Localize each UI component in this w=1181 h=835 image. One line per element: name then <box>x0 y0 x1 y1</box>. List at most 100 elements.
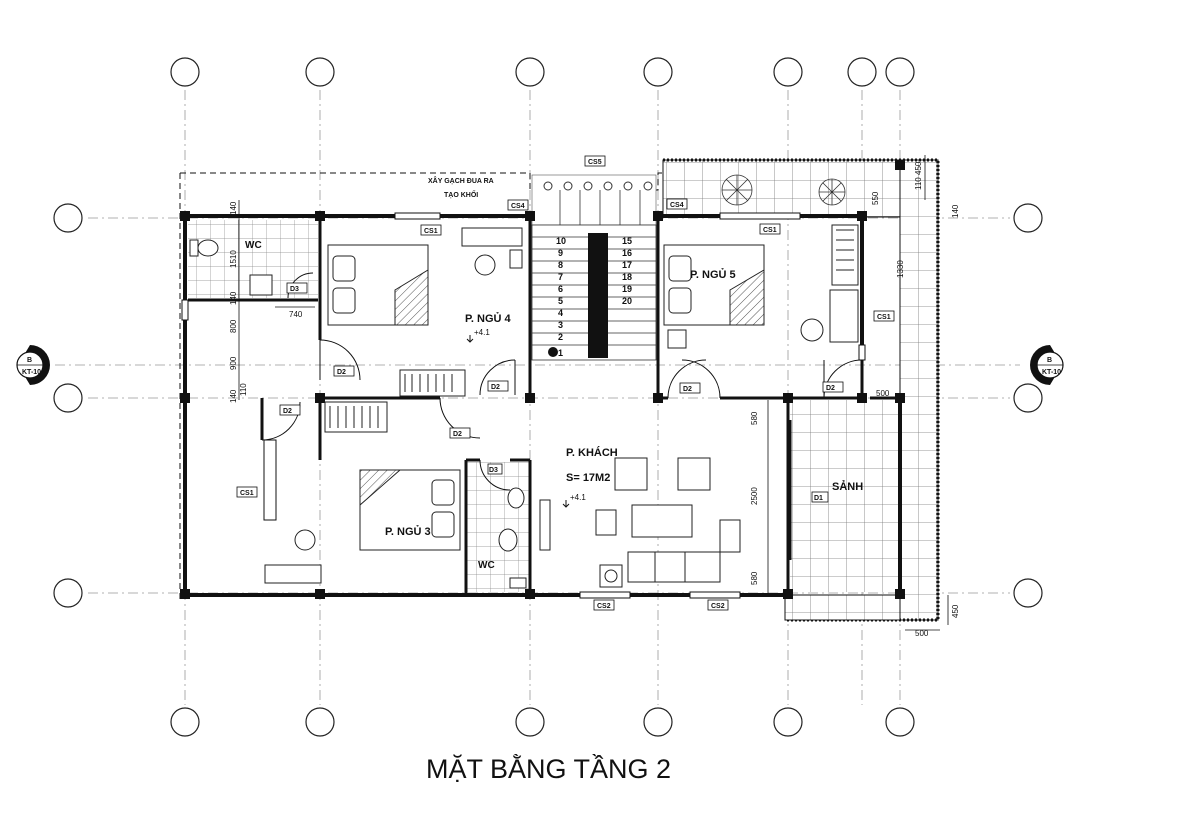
dim-800: 800 <box>229 319 238 333</box>
room-label-living: P. KHÁCH <box>566 446 618 459</box>
wardrobe-icon <box>324 224 859 433</box>
dim-140a: 140 <box>229 201 238 215</box>
stair-step-18: 18 <box>622 272 632 282</box>
dim-580a: 580 <box>750 411 759 425</box>
dim-900: 900 <box>229 356 238 370</box>
dim-110b: 110 <box>914 177 923 190</box>
stair-step-19: 19 <box>622 284 632 294</box>
stair-step-17: 17 <box>622 260 632 270</box>
stair-step-8: 8 <box>558 260 563 270</box>
room-label-bed3: P. NGỦ 3 <box>385 525 431 538</box>
stair-step-16: 16 <box>622 248 632 258</box>
walls <box>183 214 902 597</box>
window-tag-cs1a: CS1 <box>424 228 438 235</box>
level-arrow-icon <box>466 335 474 343</box>
balcony-side <box>899 159 939 621</box>
dim-140b: 140 <box>229 291 238 305</box>
door-tag-d3a: D3 <box>290 286 299 293</box>
door-tag-d3b: D3 <box>489 467 498 474</box>
door-tag-d2c: D2 <box>683 386 692 393</box>
window-tag-cs4a: CS4 <box>511 203 525 210</box>
window-tags <box>236 155 895 611</box>
section-letter-right: B <box>1047 357 1052 364</box>
room-label-lobby: SẢNH <box>832 480 863 493</box>
level-arrow-icon <box>562 500 570 508</box>
dim-550: 550 <box>871 191 880 205</box>
room-label-wc2: WC <box>478 560 495 571</box>
section-sheet-left: KT-10 <box>22 369 41 376</box>
stair-step-7: 7 <box>558 272 563 282</box>
door-tag-d1: D1 <box>814 495 823 502</box>
stair-void <box>588 233 608 358</box>
dim-110a: 110 <box>239 383 248 396</box>
stair-step-15: 15 <box>622 236 632 246</box>
window-tag-cs2b: CS2 <box>711 603 725 610</box>
section-marker-left: B KT-10 <box>16 345 50 385</box>
level-mark-living: +4.1 <box>570 493 586 502</box>
window-tag-cs1d: CS1 <box>240 490 254 497</box>
stair-landing <box>531 174 657 226</box>
dim-500b: 500 <box>915 629 929 638</box>
room-label-bed5: P. NGỦ 5 <box>690 268 736 281</box>
section-sheet-right: KT-10 <box>1042 369 1061 376</box>
door-tag-d2a: D2 <box>337 369 346 376</box>
dim-140c: 140 <box>229 389 238 403</box>
stair-step-6: 6 <box>558 284 563 294</box>
dimension-lines <box>238 155 949 631</box>
room-area-living: S= 17M2 <box>566 472 610 484</box>
lobby-floor <box>790 400 900 592</box>
section-marker-right: B KT-10 <box>1030 345 1064 385</box>
window-tag-cs1b: CS1 <box>763 227 777 234</box>
window-tag-cs1c: CS1 <box>877 314 891 321</box>
stair-step-4: 4 <box>558 308 563 318</box>
dim-1510: 1510 <box>229 250 238 268</box>
interior-walls <box>188 216 900 595</box>
sofa-set-icon <box>539 457 741 588</box>
stair-step-10: 10 <box>556 236 566 246</box>
stair-step-20: 20 <box>622 296 632 306</box>
window-tag-cs5: CS5 <box>588 159 602 166</box>
grid-bubbles <box>53 57 1043 737</box>
desk-chair-icon <box>264 227 824 584</box>
stair-step-1: 1 <box>558 348 563 358</box>
bed-icon <box>327 244 765 551</box>
door-tag-d2f: D2 <box>453 431 462 438</box>
dim-450a: 450 <box>951 604 960 618</box>
lobby-step <box>784 594 901 621</box>
wc2-floor <box>466 462 530 592</box>
dim-450b: 450 <box>914 161 923 175</box>
plant-icon <box>721 174 846 206</box>
window-tag-cs4b: CS4 <box>670 202 684 209</box>
dim-580b: 580 <box>750 571 759 585</box>
dim-1330: 1330 <box>896 260 905 278</box>
room-label-wc1: WC <box>245 240 262 251</box>
balcony-railing <box>663 158 940 622</box>
stair-numbers-left: 10 9 8 7 6 5 4 3 2 1 <box>556 236 566 358</box>
level-mark-bed4: +4.1 <box>474 328 490 337</box>
dim-2500: 2500 <box>750 487 759 505</box>
door-tag-d2e: D2 <box>283 408 292 415</box>
stair-step-9: 9 <box>558 248 563 258</box>
door-tags <box>279 282 844 503</box>
planter-row <box>543 181 653 191</box>
dim-140d: 140 <box>951 204 960 218</box>
stair-step-2: 2 <box>558 332 563 342</box>
dim-740: 740 <box>289 310 303 319</box>
stair-step-5: 5 <box>558 296 563 306</box>
note-line1: XÂY GẠCH ĐUA RA <box>428 176 494 185</box>
door-tag-d2b: D2 <box>491 384 500 391</box>
room-label-bed4: P. NGỦ 4 <box>465 312 512 325</box>
dim-500a: 500 <box>876 389 890 398</box>
stair-start-dot <box>548 347 558 357</box>
window-tag-cs2a: CS2 <box>597 603 611 610</box>
section-letter-left: B <box>27 357 32 364</box>
stair-step-3: 3 <box>558 320 563 330</box>
columns <box>180 160 905 599</box>
note-line2: TẠO KHỐI <box>444 189 478 199</box>
windows <box>181 212 866 599</box>
drawing-title: MẶT BẰNG TẦNG 2 <box>426 753 671 784</box>
stair-numbers-right: 15 16 17 18 19 20 <box>622 236 632 306</box>
door-tag-d2d: D2 <box>826 385 835 392</box>
toilet-icon <box>189 239 527 589</box>
